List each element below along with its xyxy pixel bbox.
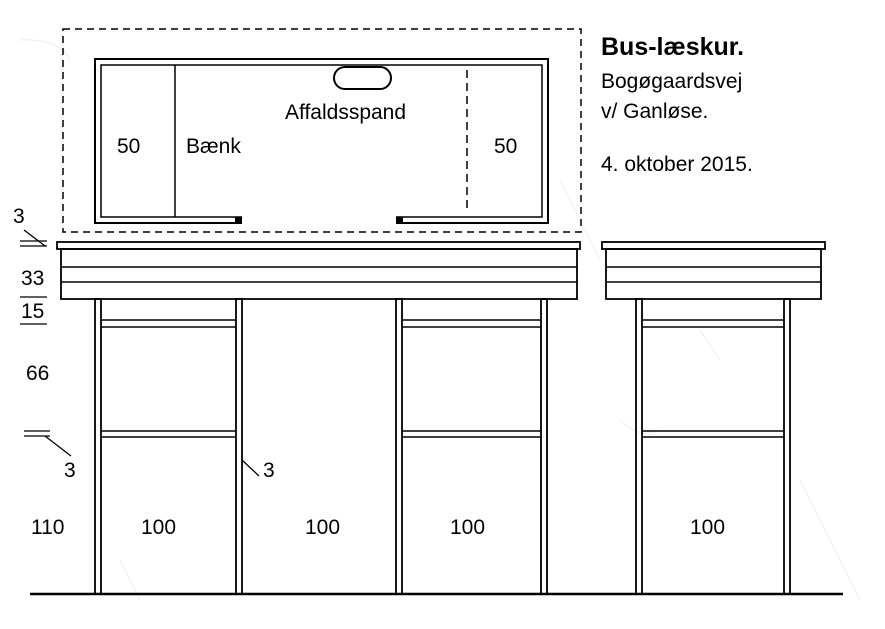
rails-main [101, 319, 541, 438]
waste-bin-symbol [333, 66, 392, 90]
dim-lower-band: 15 [21, 300, 44, 323]
drawing-date: 4. oktober 2015. [601, 153, 753, 176]
bay-width-dimensions: 100 100 100 100 [141, 516, 725, 539]
dim-post-leader [241, 459, 260, 477]
address-line-2: v/ Ganløse. [601, 100, 708, 123]
bin-label: Affaldsspand [285, 101, 406, 124]
rails-side [642, 319, 784, 438]
post-1 [94, 298, 102, 595]
background-texture [19, 39, 861, 601]
roof-cap-side [601, 241, 826, 250]
post-3 [395, 298, 403, 595]
bay-width-3: 100 [450, 516, 485, 539]
dim-lower-height: 110 [31, 516, 64, 539]
height-dimensions: 3 33 15 66 3 3 110 [13, 205, 275, 539]
title-block: Bus-læskur. Bogøgaardsvej v/ Ganløse. 4.… [601, 33, 753, 176]
post-5 [635, 298, 643, 595]
bench-label: Bænk [186, 135, 241, 158]
drawing-title: Bus-læskur. [601, 33, 744, 61]
fascia-side [605, 248, 822, 300]
left-opening-stub [235, 217, 242, 223]
dim-fascia: 33 [21, 267, 44, 290]
dim-top-trim-leader [23, 229, 46, 247]
post-4 [540, 298, 548, 595]
dim-rail-leader [44, 435, 72, 457]
dim-top-trim: 3 [13, 205, 25, 228]
roof-outline-dashed [62, 28, 582, 233]
roof-cap-main [56, 241, 581, 250]
shelter-inner-wall [100, 64, 543, 218]
dim-upper-panel: 66 [26, 362, 49, 385]
post-2 [235, 298, 243, 595]
right-width-label: 50 [494, 135, 517, 158]
posts-side [635, 298, 791, 595]
posts-main [94, 298, 548, 595]
right-opening-stub [396, 217, 403, 223]
address-line-1: Bogøgaardsvej [601, 70, 742, 93]
left-width-label: 50 [117, 135, 140, 158]
fascia-main [60, 248, 578, 300]
dim-rail: 3 [64, 459, 76, 482]
plan-view: 50 Bænk Affaldsspand 50 [62, 28, 582, 233]
shelter-outer-wall [94, 58, 549, 224]
bay-width-2: 100 [305, 516, 340, 539]
post-6 [783, 298, 791, 595]
elevation-main [56, 241, 581, 595]
bay-width-1: 100 [141, 516, 176, 539]
elevation-side [601, 241, 826, 595]
bay-width-4: 100 [690, 516, 725, 539]
dim-post: 3 [263, 459, 275, 482]
front-opening-gap [242, 216, 396, 225]
